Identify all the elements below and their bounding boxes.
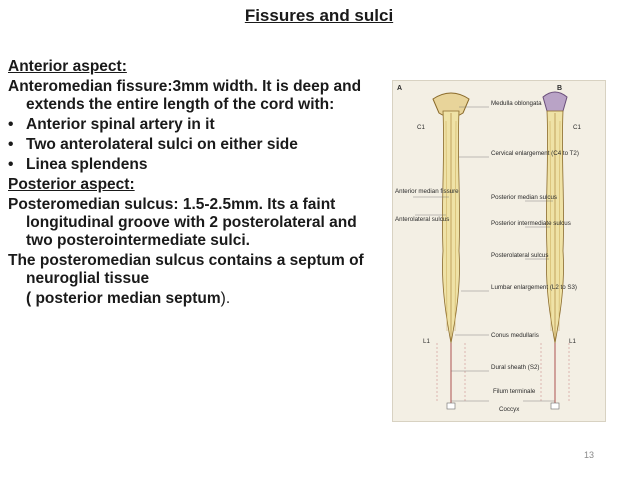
anterior-view-cord: [432, 92, 470, 403]
lumbar-label: Lumbar enlargement (L2 to S3): [491, 284, 577, 291]
posterior-view-cord: [540, 91, 570, 403]
bullet-item: • Two anterolateral sulci on either side: [8, 136, 380, 154]
dural-sheath-label: Dural sheath (S2): [491, 364, 540, 371]
bullet-icon: •: [8, 116, 14, 133]
posterior-septum-name: ( posterior median septum).: [8, 290, 380, 308]
septum-label: ( posterior median septum: [26, 290, 221, 307]
anterior-heading: Anterior aspect:: [8, 58, 127, 75]
bullet-item: • Linea splendens: [8, 156, 380, 174]
coccyx-right-marker: [550, 402, 560, 410]
l1-left-label: L1: [423, 338, 430, 345]
c1-right-label: C1: [573, 124, 581, 131]
bullet-text: Two anterolateral sulci on either side: [26, 136, 298, 153]
filum-label: Filum terminale: [493, 388, 536, 395]
conus-label: Conus medullaris: [491, 332, 539, 339]
posterior-median-sulcus-label: Posterior median sulcus: [491, 194, 557, 201]
medulla-label: Medulla oblongata: [491, 100, 542, 107]
posterior-septum-text: The posteromedian sulcus contains a sept…: [8, 252, 364, 287]
anterior-median-fissure-label: Anterior median fissure: [395, 188, 459, 195]
spinal-cord-figure: A B C1 C1 L1 L1: [392, 80, 606, 422]
coccyx-left-marker: [446, 402, 456, 410]
anterolateral-sulcus-label: Anterolateral sulcus: [395, 216, 449, 223]
bullet-icon: •: [8, 156, 14, 173]
posterior-heading: Posterior aspect:: [8, 176, 135, 193]
bullet-text: Anterior spinal artery in it: [26, 116, 215, 133]
spinal-cord-diagram: A B C1 C1 L1 L1: [395, 85, 581, 413]
cervical-label: Cervical enlargement (C4 to T2): [491, 150, 579, 157]
panel-b-label: B: [557, 85, 562, 92]
posterolateral-sulcus-label: Posterolateral sulcus: [491, 252, 548, 259]
septum-end: ).: [220, 290, 231, 307]
c1-left-label: C1: [417, 124, 425, 131]
anterior-intro: Anteromedian fissure:3mm width. It is de…: [8, 78, 362, 113]
bullet-text: Linea splendens: [26, 156, 148, 173]
slide-body: Anterior aspect: Anteromedian fissure:3m…: [8, 58, 380, 310]
coccyx-label: Coccyx: [499, 406, 520, 413]
posterior-intro: Posteromedian sulcus: 1.5-2.5mm. Its a f…: [8, 196, 357, 249]
panel-a-label: A: [397, 85, 402, 92]
bullet-icon: •: [8, 136, 14, 153]
page-number: 13: [584, 450, 595, 460]
leader-lines: [413, 106, 555, 402]
bullet-item: • Anterior spinal artery in it: [8, 116, 380, 134]
slide-title: Fissures and sulci: [244, 6, 394, 25]
l1-right-label: L1: [569, 338, 576, 345]
posterior-intermediate-sulcus-label: Posterior intermediate sulcus: [491, 220, 571, 227]
